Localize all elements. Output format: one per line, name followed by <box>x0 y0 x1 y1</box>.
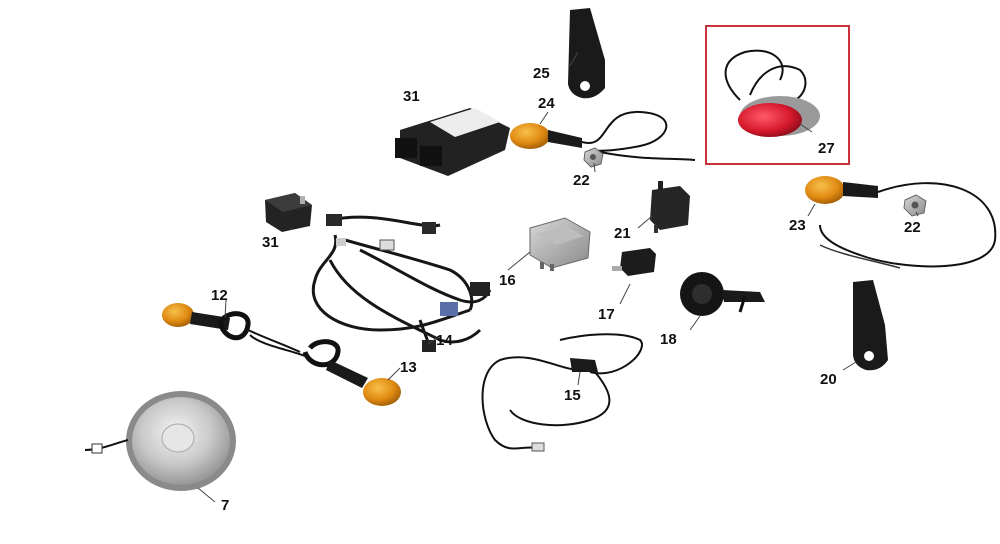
callout-23: 23 <box>789 217 806 234</box>
callout-22-right: 22 <box>904 219 921 236</box>
relay-21 <box>650 181 690 233</box>
callout-21: 21 <box>614 225 631 242</box>
turn-signal-13 <box>302 339 401 406</box>
tail-light-27 <box>724 49 820 137</box>
highlight-box <box>705 25 850 165</box>
callout-12: 12 <box>211 287 228 304</box>
callout-16: 16 <box>499 272 516 289</box>
callout-31-relay: 31 <box>262 234 279 251</box>
callout-18: 18 <box>660 331 677 348</box>
harness-connectors <box>326 214 490 352</box>
callout-7: 7 <box>221 497 230 514</box>
signal-cable-12-13 <box>247 329 306 357</box>
headlight-7 <box>84 391 236 491</box>
callout-13: 13 <box>400 359 417 376</box>
nut-22-right <box>903 194 927 217</box>
callout-17: 17 <box>598 306 615 323</box>
callout-22-top: 22 <box>573 172 590 189</box>
callout-27: 27 <box>818 140 835 157</box>
turn-signal-12 <box>162 303 251 340</box>
callout-25: 25 <box>533 65 550 82</box>
turn-signal-23 <box>805 176 997 269</box>
callout-14: 14 <box>436 332 453 349</box>
callout-20: 20 <box>820 371 837 388</box>
ecu-module-31 <box>395 108 510 176</box>
wiring-harness-14 <box>311 215 492 351</box>
nut-22-top <box>583 147 604 168</box>
bracket-25 <box>568 8 605 99</box>
regulator-16 <box>529 217 591 271</box>
callout-31-ecu: 31 <box>403 88 420 105</box>
relay-31 <box>265 193 312 232</box>
callout-24: 24 <box>538 95 555 112</box>
leader-lines <box>197 51 919 503</box>
callout-15: 15 <box>564 387 581 404</box>
flasher-17 <box>612 248 656 276</box>
bracket-20 <box>853 280 888 371</box>
turn-signal-24 <box>510 110 696 161</box>
sensor-15 <box>481 333 643 452</box>
horn-18 <box>680 272 765 316</box>
